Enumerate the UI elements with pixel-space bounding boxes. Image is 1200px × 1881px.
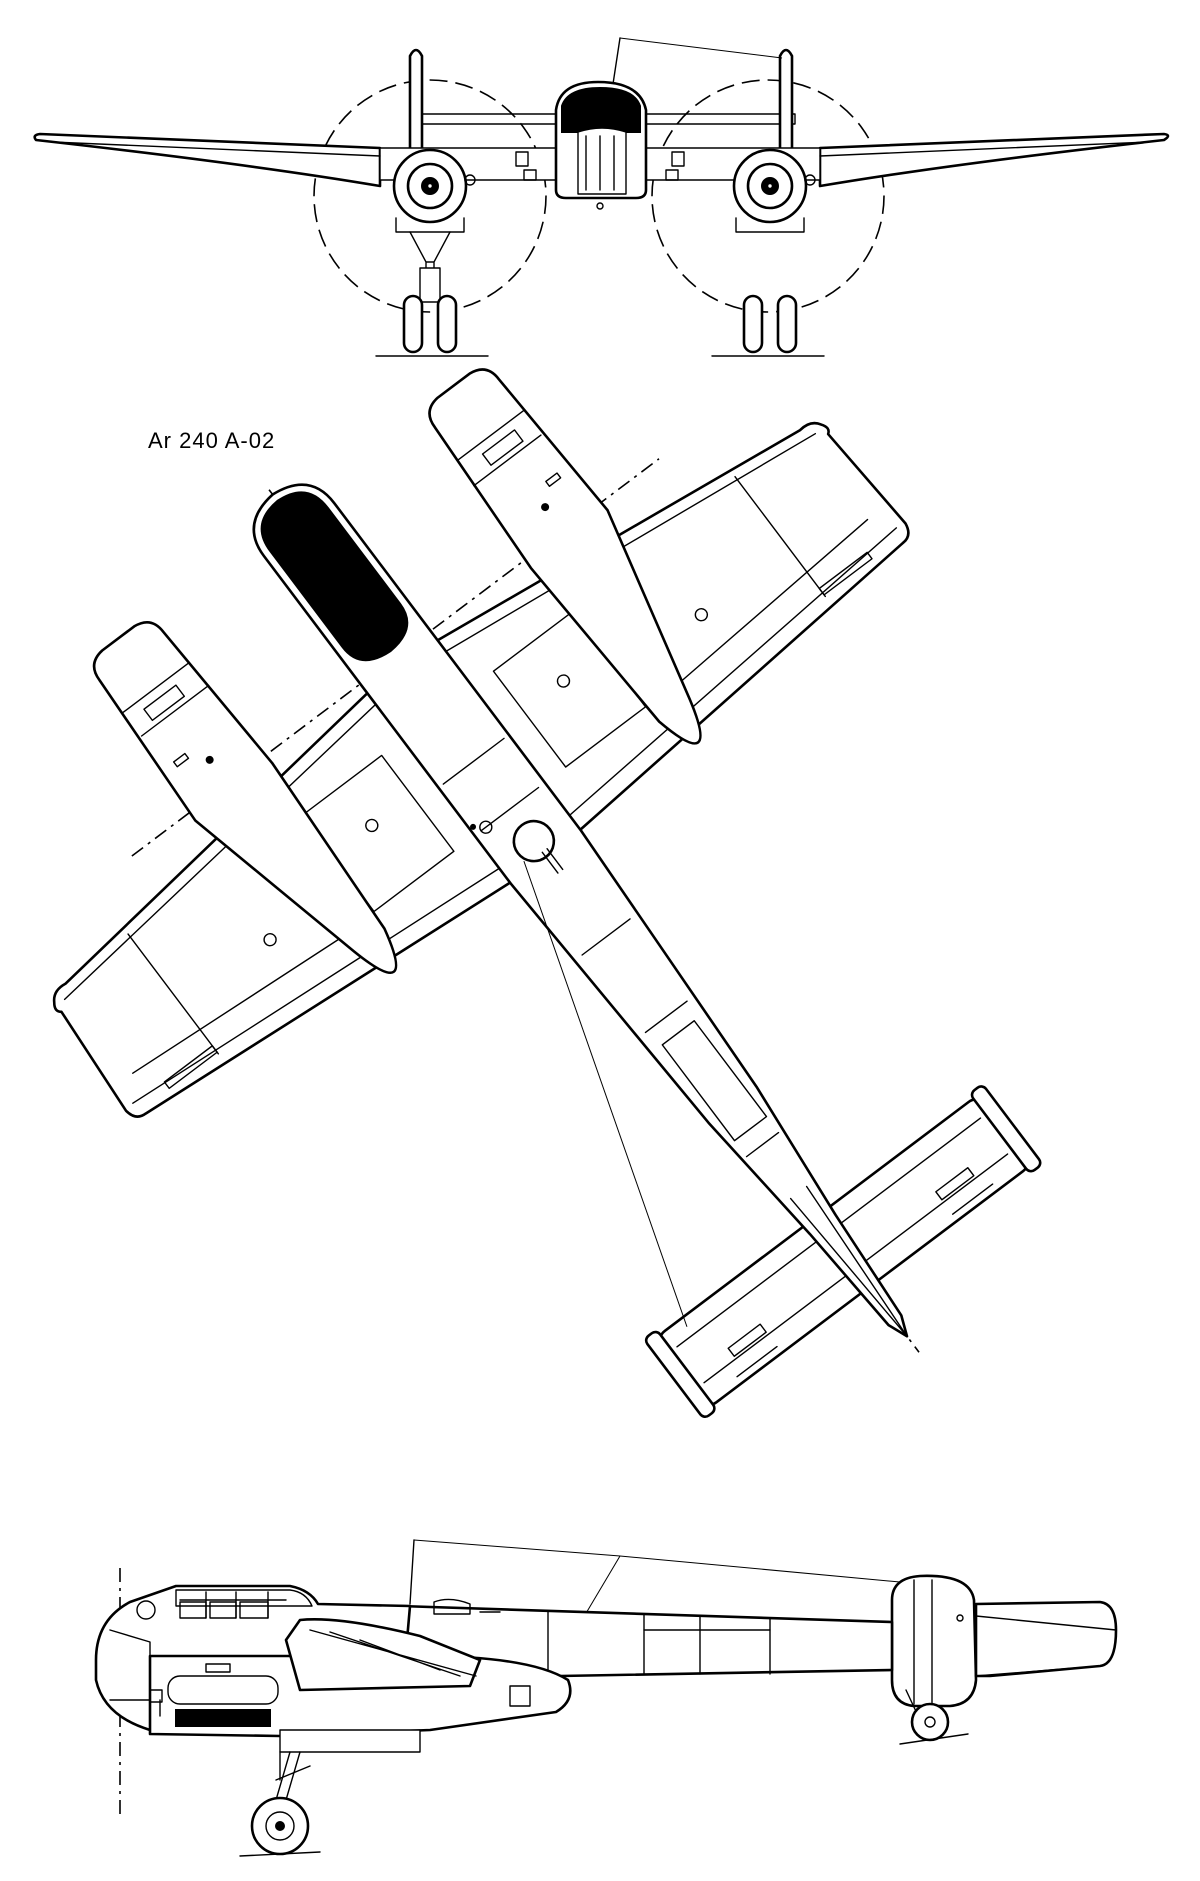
- right-wheel-a: [742, 294, 764, 354]
- side-view: [94, 1539, 1118, 1857]
- plan-view: [52, 368, 1042, 1419]
- side-antenna-wire: [413, 1539, 901, 1583]
- aircraft-designation: Ar 240 A-02: [148, 428, 275, 453]
- plan-fuselage: [252, 483, 909, 1338]
- side-tail-wheel: [910, 1702, 950, 1742]
- right-wing-front: [818, 132, 1170, 188]
- front-view: [33, 37, 1170, 357]
- plan-right-nacelle: [428, 368, 702, 745]
- right-fin-front: [778, 48, 794, 152]
- plan-left-nacelle: [92, 621, 398, 975]
- left-wheel-b: [436, 294, 458, 354]
- side-lower-fairing: [279, 1729, 421, 1753]
- plan-right-endplate: [970, 1085, 1042, 1173]
- side-canopy: [175, 1589, 313, 1607]
- side-antenna-mast: [409, 1539, 415, 1605]
- side-tail-fin: [890, 1574, 978, 1708]
- plan-vertical-tail: [789, 1185, 908, 1337]
- plan-antenna-wire: [523, 860, 688, 1327]
- right-propeller-disc: [651, 79, 885, 313]
- antenna-wire-front: [619, 37, 783, 59]
- left-wing-front: [33, 132, 382, 188]
- left-fin-front: [408, 48, 424, 152]
- left-wheel-a: [402, 294, 424, 354]
- left-propeller-disc: [313, 79, 547, 313]
- plan-left-endplate: [644, 1330, 716, 1419]
- canopy-front: [561, 86, 641, 133]
- antenna-mast-front: [612, 37, 621, 85]
- side-exhaust-stack: [167, 1675, 279, 1705]
- right-wheel-b: [776, 294, 798, 354]
- side-tailplane: [974, 1600, 1118, 1678]
- side-main-gear-leg: [275, 1751, 311, 1801]
